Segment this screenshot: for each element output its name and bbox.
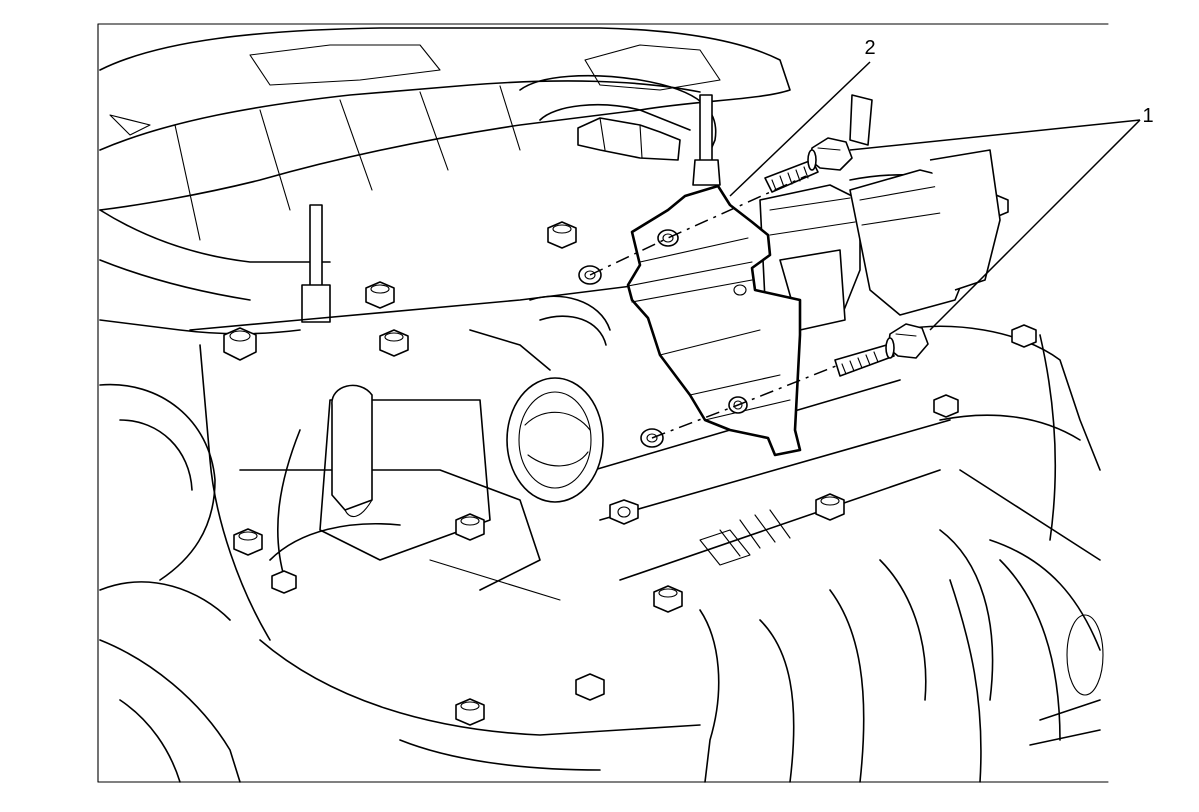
ignition-coil xyxy=(626,184,802,457)
adjacent-ignition-coils xyxy=(759,149,1001,331)
thermostat-housing xyxy=(99,383,491,621)
illustration-frame xyxy=(97,23,1109,783)
lower-engine xyxy=(99,529,1104,783)
fuel-rail-studs xyxy=(301,94,873,323)
callout-label-2: 2 xyxy=(864,37,875,59)
coil-bolt-upper xyxy=(764,137,853,193)
sensor-connector xyxy=(577,94,721,186)
throttle-body xyxy=(506,377,604,503)
valve-cover xyxy=(189,284,1101,736)
callout-leaders xyxy=(729,61,1141,331)
alignment-lines xyxy=(589,175,837,439)
coil-bolt-lower xyxy=(834,323,929,377)
callout-label-1: 1 xyxy=(1142,105,1153,127)
